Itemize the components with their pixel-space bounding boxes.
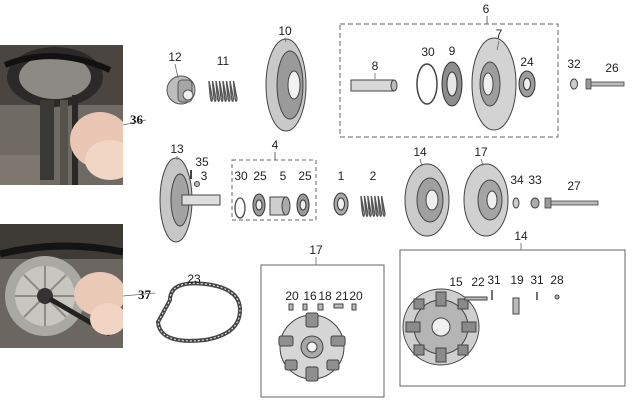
label-21: 21 <box>335 289 349 303</box>
part-17-spider <box>463 163 509 237</box>
label-6: 6 <box>483 2 490 16</box>
assembly-14-frame <box>399 249 626 387</box>
label-25-left: 25 <box>253 169 267 183</box>
label-34: 34 <box>510 173 524 187</box>
label-1: 1 <box>338 169 345 183</box>
assembly-4-frame <box>231 159 317 221</box>
label-32: 32 <box>567 57 581 71</box>
photo-1-illustration <box>0 45 123 185</box>
part-12-cap <box>166 75 196 105</box>
label-2: 2 <box>370 169 377 183</box>
part-9-gear <box>441 61 463 107</box>
part-2-spring <box>360 195 386 217</box>
label-11: 11 <box>217 54 230 68</box>
part-32-washer <box>570 78 578 90</box>
part-14-clutch <box>404 163 450 237</box>
label-30-upper: 30 <box>421 45 435 59</box>
label-17-lower: 17 <box>309 243 323 257</box>
label-8: 8 <box>372 59 379 73</box>
part-34-washer <box>512 197 520 209</box>
photo-clutch-removal <box>0 224 123 348</box>
label-14-upper: 14 <box>413 145 427 159</box>
photo-drive-belt-removal <box>0 45 123 185</box>
label-23: 23 <box>187 272 201 286</box>
label-25-right: 25 <box>298 169 312 183</box>
photo-callout-37: 37 <box>138 287 151 302</box>
label-4: 4 <box>272 138 279 152</box>
part-8-sleeve <box>350 79 398 92</box>
label-9: 9 <box>449 44 456 58</box>
label-17-upper: 17 <box>474 145 488 159</box>
part-labels: 12 11 10 6 8 30 9 7 24 32 26 13 35 3 4 3… <box>168 2 619 303</box>
part-13-drive-face <box>159 157 221 243</box>
part-27-bolt <box>544 197 599 209</box>
label-16: 16 <box>303 289 317 303</box>
part-5-collar <box>269 196 291 216</box>
part-26-bolt <box>585 78 625 90</box>
label-3: 3 <box>201 169 208 183</box>
label-13: 13 <box>170 142 184 156</box>
part-25-bearing-left <box>252 193 266 217</box>
part-17-spider-detail <box>278 312 346 382</box>
part-23-belt <box>155 281 243 343</box>
clutch-small-parts <box>464 290 560 315</box>
label-24: 24 <box>520 55 534 69</box>
label-7: 7 <box>496 27 503 41</box>
label-33: 33 <box>528 173 542 187</box>
label-22: 22 <box>471 275 485 289</box>
part-11-spring <box>208 80 238 102</box>
spider-small-parts <box>288 303 357 311</box>
label-26: 26 <box>605 61 619 75</box>
part-30-o-ring-lower <box>234 197 246 219</box>
part-14-clutch-detail <box>402 288 480 366</box>
photo-callout-36: 36 <box>130 112 143 127</box>
label-20-right: 20 <box>349 289 363 303</box>
part-24-bearing <box>518 70 536 98</box>
label-15: 15 <box>449 275 463 289</box>
label-31-left: 31 <box>487 273 501 287</box>
label-14-lower: 14 <box>514 229 528 243</box>
label-10: 10 <box>278 24 292 38</box>
label-18: 18 <box>318 289 332 303</box>
leader-lines <box>122 37 522 297</box>
part-30-o-ring <box>416 63 438 105</box>
part-7-movable-plate <box>471 37 517 131</box>
assembly-17-frame <box>260 264 385 398</box>
part-25-bearing-right <box>296 193 310 217</box>
label-5: 5 <box>280 169 287 183</box>
part-33-nut <box>530 197 540 209</box>
label-19: 19 <box>510 273 524 287</box>
label-31-right: 31 <box>530 273 544 287</box>
label-30-lower: 30 <box>234 169 248 183</box>
part-3-pin <box>194 181 200 187</box>
assembly-6-frame <box>339 23 559 138</box>
part-10-fixed-plate <box>265 38 307 132</box>
label-28: 28 <box>550 273 564 287</box>
part-23-belt-teeth <box>157 282 241 342</box>
label-20-left: 20 <box>285 289 299 303</box>
label-27: 27 <box>567 179 581 193</box>
photo-2-illustration <box>0 224 123 348</box>
part-1-bushing <box>333 192 349 216</box>
label-12: 12 <box>168 50 182 64</box>
label-35: 35 <box>195 155 209 169</box>
